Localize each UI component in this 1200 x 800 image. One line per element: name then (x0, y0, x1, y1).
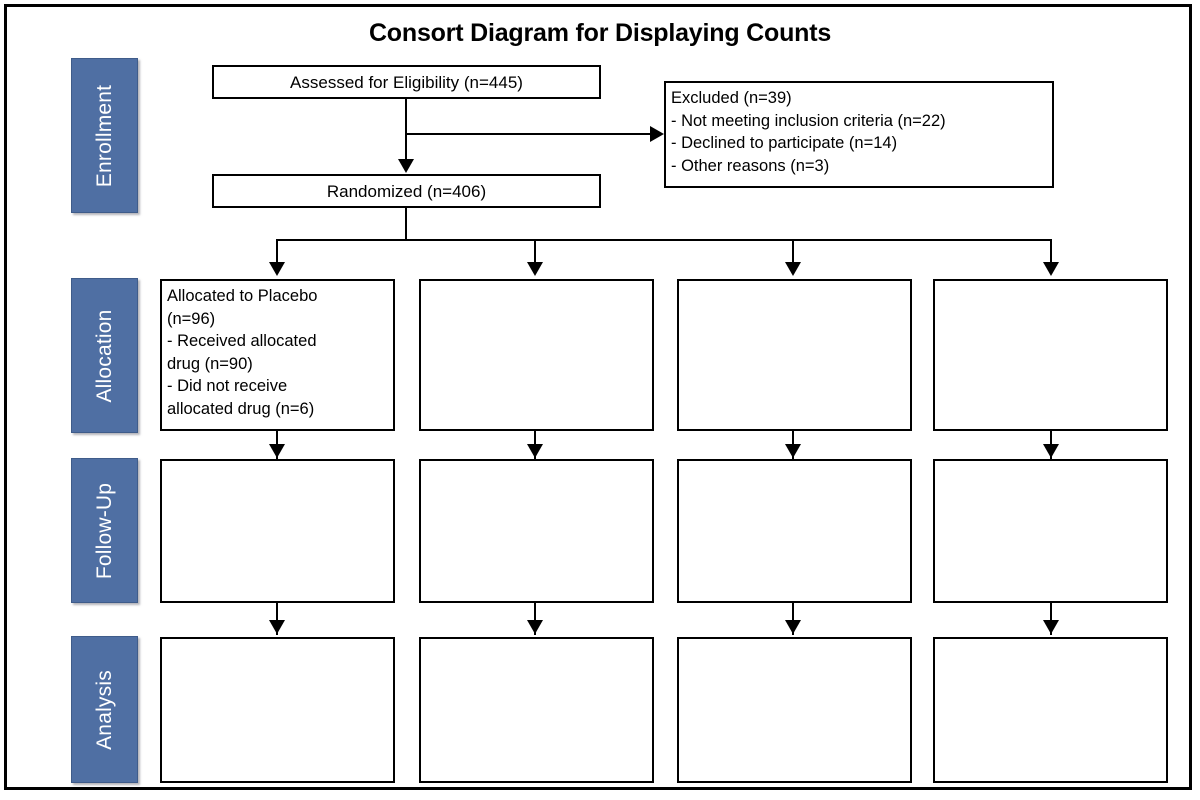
stage-label-follow-up-text: Follow-Up (92, 482, 116, 579)
connector-randomized-to-allocation-1-line (276, 239, 278, 267)
connector-followup-1-to-analysis-1-line (276, 603, 278, 635)
box-followup-3 (677, 459, 912, 603)
connector-randomized-to-allocation-4-arrowhead (1043, 262, 1059, 276)
connector-followup-2-to-analysis-2-line (534, 603, 536, 635)
box-followup-4 (933, 459, 1168, 603)
connector-assessed-to-randomized-line (405, 99, 407, 162)
box-randomized-text: Randomized (n=406) (326, 181, 487, 201)
box-randomized: Randomized (n=406) (212, 174, 601, 208)
connector-assessed-to-excluded-line (405, 133, 651, 135)
box-allocation-2 (419, 279, 654, 431)
box-followup-1 (160, 459, 395, 603)
connector-followup-3-to-analysis-3-arrowhead (785, 620, 801, 634)
stage-label-analysis-text: Analysis (92, 669, 116, 750)
connector-allocation-4-to-followup-4-arrowhead (1043, 444, 1059, 458)
connector-allocation-1-to-followup-1-arrowhead (269, 444, 285, 458)
page-title: Consort Diagram for Displaying Counts (368, 19, 832, 47)
box-assessed-for-eligibility-text: Assessed for Eligibility (n=445) (290, 72, 523, 92)
connector-followup-3-to-analysis-3-line (792, 603, 794, 635)
connector-randomized-stem (405, 208, 407, 240)
box-allocation-4 (933, 279, 1168, 431)
box-allocation-1: Allocated to Placebo (n=96) - Received a… (160, 279, 395, 431)
connector-assessed-to-excluded-arrowhead (650, 126, 664, 142)
connector-followup-4-to-analysis-4-arrowhead (1043, 620, 1059, 634)
connector-allocation-3-to-followup-3-arrowhead (785, 444, 801, 458)
connector-randomized-to-allocation-1-arrowhead (269, 262, 285, 276)
box-analysis-2 (419, 637, 654, 783)
stage-label-allocation: Allocation (71, 278, 138, 433)
box-analysis-1 (160, 637, 395, 783)
connector-randomized-to-allocation-4-line (1050, 239, 1052, 267)
box-followup-2 (419, 459, 654, 603)
stage-label-allocation-text: Allocation (92, 308, 116, 403)
box-excluded-text: Excluded (n=39) - Not meeting inclusion … (671, 89, 946, 175)
stage-label-analysis: Analysis (71, 636, 138, 783)
box-allocation-1-text: Allocated to Placebo (n=96) - Received a… (167, 287, 318, 418)
box-assessed-for-eligibility: Assessed for Eligibility (n=445) (212, 65, 601, 99)
box-allocation-3 (677, 279, 912, 431)
stage-label-enrollment: Enrollment (71, 58, 138, 213)
connector-followup-2-to-analysis-2-arrowhead (527, 620, 543, 634)
stage-label-enrollment-text: Enrollment (92, 84, 116, 187)
box-analysis-3 (677, 637, 912, 783)
connector-followup-4-to-analysis-4-line (1050, 603, 1052, 635)
box-excluded: Excluded (n=39) - Not meeting inclusion … (664, 81, 1054, 188)
connector-randomized-to-allocation-2-arrowhead (527, 262, 543, 276)
connector-randomized-to-allocation-3-arrowhead (785, 262, 801, 276)
connector-allocation-2-to-followup-2-arrowhead (527, 444, 543, 458)
box-analysis-4 (933, 637, 1168, 783)
connector-followup-1-to-analysis-1-arrowhead (269, 620, 285, 634)
connector-randomized-to-allocation-3-line (792, 239, 794, 267)
connector-randomized-to-allocation-2-line (534, 239, 536, 267)
connector-randomized-bus (277, 239, 1052, 241)
connector-assessed-to-randomized-arrowhead (398, 159, 414, 173)
stage-label-follow-up: Follow-Up (71, 458, 138, 603)
